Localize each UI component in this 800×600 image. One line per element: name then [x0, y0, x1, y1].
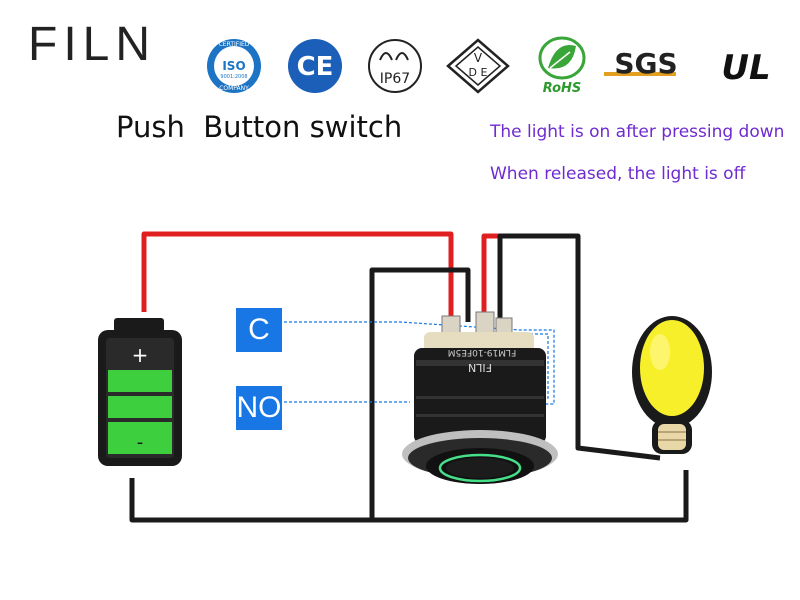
- positive-wire-battery-to-switch: [141, 231, 454, 322]
- vde-de-text: D E: [469, 66, 488, 79]
- ce-text: CE: [297, 52, 334, 82]
- switch-model-marking: FLM19-10FE5M: [448, 347, 516, 357]
- sgs-icon: SGS: [604, 47, 678, 80]
- battery-minus-label: -: [137, 432, 144, 453]
- c-terminal-leader: [284, 321, 555, 405]
- note-pressed: The light is on after pressing down: [490, 122, 785, 142]
- iso-bottom-text: COMPANY: [219, 85, 249, 92]
- switch-brand-marking: FILN: [468, 361, 492, 374]
- common-terminal-label: C: [236, 308, 282, 352]
- wire-switch-to-bottom: [369, 267, 471, 522]
- brand-logo-text: FILN: [28, 18, 157, 71]
- normally-open-terminal-label: NO: [236, 386, 282, 430]
- iso-certified-icon: CERTIFIED ISO 9001:2008 COMPANY: [207, 39, 261, 93]
- ip67-icon: IP67: [368, 39, 422, 93]
- negative-wire-battery-to-bulb: [129, 470, 689, 523]
- push-button-switch: FILN FLM19-10FE5M: [402, 311, 558, 484]
- rohs-text: RoHS: [543, 81, 582, 96]
- battery-plus-label: +: [132, 343, 149, 367]
- diagram-title: Push Button switch: [116, 110, 403, 144]
- certification-row: CERTIFIED ISO 9001:2008 COMPANY CE IP67 …: [207, 36, 771, 96]
- vde-icon: V D E: [446, 38, 510, 94]
- ul-text: UL: [721, 48, 770, 88]
- light-bulb: [632, 316, 712, 454]
- rohs-icon: RoHS: [538, 36, 586, 96]
- brand-logo: FILN: [28, 20, 188, 70]
- ul-listed-icon: UL: [721, 48, 770, 88]
- note-released: When released, the light is off: [490, 164, 746, 184]
- iso-mid-text: ISO: [222, 59, 245, 73]
- iso-sub-text: 9001:2008: [220, 74, 247, 80]
- vde-v-text: V: [474, 51, 483, 65]
- sgs-text: SGS: [614, 47, 677, 80]
- ce-mark-icon: CE: [288, 39, 342, 93]
- wire-switch-to-bulb: [497, 233, 661, 461]
- positive-wire-switch-stub: [481, 233, 500, 320]
- battery: + -: [98, 318, 182, 466]
- iso-top-text: CERTIFIED: [219, 41, 250, 48]
- ip67-text: IP67: [380, 71, 410, 87]
